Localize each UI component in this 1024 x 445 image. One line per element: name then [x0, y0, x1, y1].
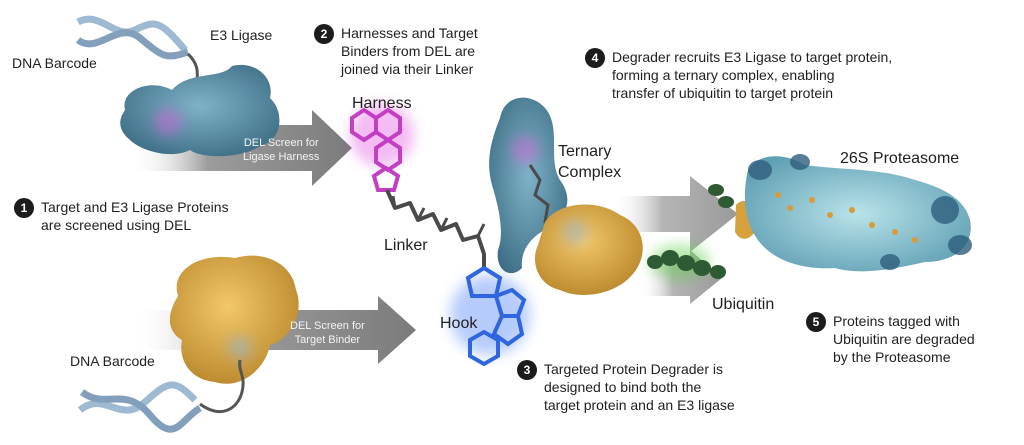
step-5-badge: 5 [806, 312, 826, 332]
proteasome-arrow [612, 176, 738, 252]
dna-barcode-top-helix [75, 15, 190, 60]
step-4-text: Degrader recruits E3 Ligase to target pr… [612, 49, 893, 101]
linker-chain [385, 189, 486, 268]
proteasome-label: 26S Proteasome [840, 150, 960, 167]
ternary-target-protein [534, 204, 643, 295]
step-1-badge: 1 [14, 198, 34, 218]
dna-barcode-bottom-label: DNA Barcode [70, 353, 155, 369]
target-protein [169, 255, 299, 384]
ternary-e3-ligase [489, 97, 568, 274]
ubiquitin-label: Ubiquitin [712, 296, 775, 313]
step-2-badge: 2 [314, 24, 334, 44]
hook-molecule [465, 265, 527, 367]
step-3-badge: 3 [517, 360, 537, 380]
e3-ligase-label: E3 Ligase [210, 27, 273, 43]
step-4-badge: 4 [585, 48, 605, 68]
linker-label: Linker [384, 237, 428, 254]
step-4: 4 Degrader recruits E3 Ligase to target … [585, 48, 892, 102]
ubiquitin-chain [647, 250, 726, 279]
dna-bottom-linker [199, 359, 245, 413]
hook-label: Hook [440, 315, 478, 332]
dna-barcode-top-label: DNA Barcode [12, 55, 97, 71]
harness-molecule [350, 107, 402, 192]
dna-barcode-bottom-helix [77, 381, 202, 433]
harness-label: Harness [352, 95, 412, 112]
